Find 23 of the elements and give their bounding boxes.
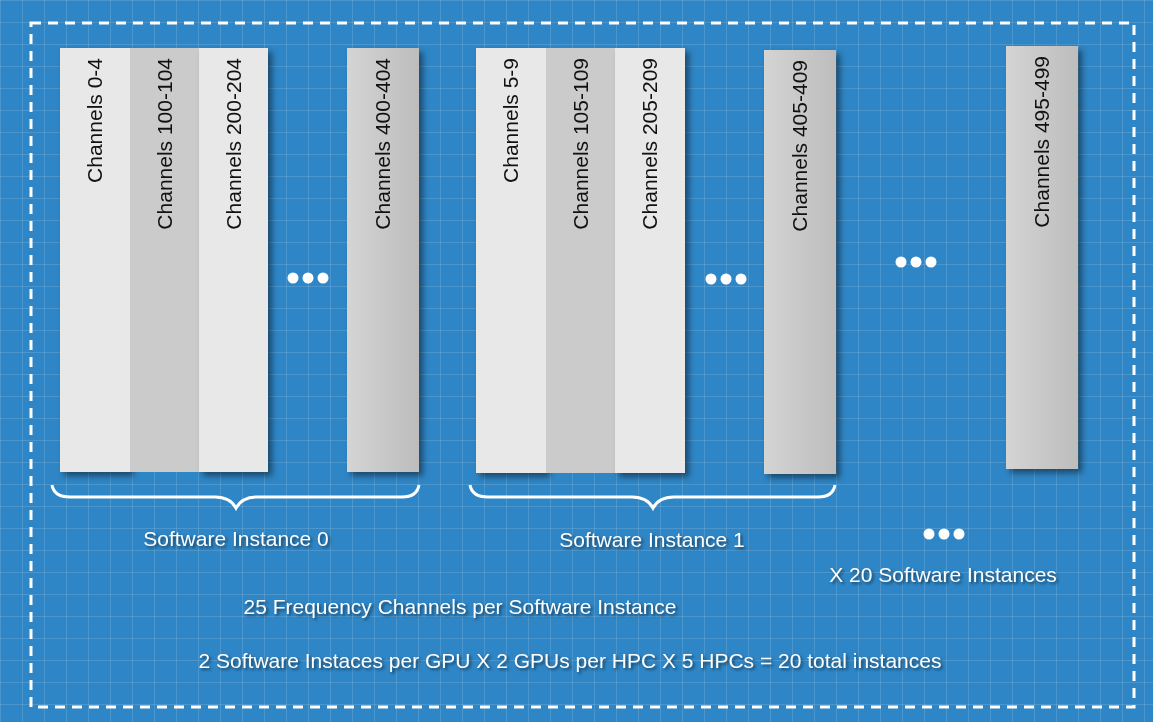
channel-label: Channels 100-104 — [151, 58, 177, 230]
channel-bar — [476, 48, 546, 473]
channel-label: Channels 5-9 — [498, 58, 523, 183]
instance-label: Software Instance 1 — [559, 528, 745, 552]
channel-label: Channels 400-404 — [370, 58, 395, 230]
channel-bar — [130, 48, 199, 472]
channel-bar — [546, 48, 615, 473]
channel-label: Channels 405-409 — [787, 60, 812, 232]
channel-label: Channels 105-109 — [567, 58, 593, 230]
channel-bar — [615, 48, 685, 473]
channel-bar — [60, 48, 130, 472]
channel-label: Channels 0-4 — [82, 58, 107, 183]
instance-count-label: X 20 Software Instances — [829, 563, 1057, 587]
channel-label: Channels 205-209 — [637, 58, 662, 230]
channel-bar — [347, 48, 419, 472]
note-text: 2 Software Instaces per GPU X 2 GPUs per HPC X 5 HPCs = 20 total instances — [198, 649, 942, 673]
channel-bar — [199, 48, 268, 472]
instance-label: Software Instance 0 — [143, 527, 329, 551]
channel-label: Channels 495-499 — [1029, 56, 1054, 228]
note-text: 25 Frequency Channels per Software Instance — [243, 595, 677, 619]
channel-bar — [1006, 46, 1078, 469]
channel-label: Channels 200-204 — [220, 58, 246, 230]
channel-bar — [764, 50, 836, 474]
